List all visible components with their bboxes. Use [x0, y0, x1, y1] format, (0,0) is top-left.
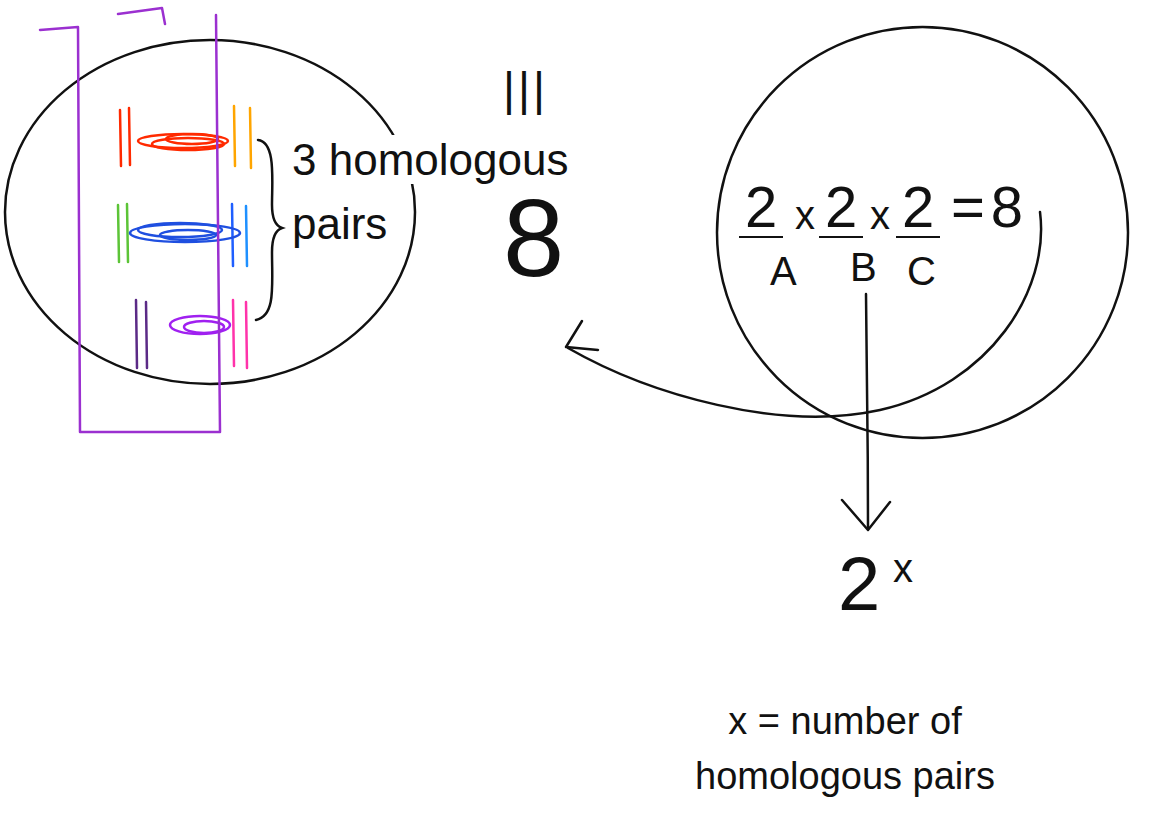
formula-text: =8	[951, 178, 1029, 236]
factor-digit: 2	[739, 178, 783, 238]
chromatid	[136, 300, 137, 368]
definition-text: x = number of homologous pairs	[675, 694, 1015, 804]
formula-text: x	[795, 195, 815, 235]
synapsis-loop	[160, 230, 216, 240]
formula-base: 2	[838, 541, 880, 626]
formula-exponent: x	[893, 546, 913, 590]
synapsis-loop	[138, 134, 228, 148]
arrow-head	[842, 500, 890, 530]
factor-digit: 2	[819, 178, 863, 238]
chromatid	[250, 108, 251, 168]
tally-marks: |||	[503, 66, 548, 112]
tally-marks: |||	[503, 63, 548, 115]
chromatid	[127, 204, 128, 262]
curved-arrow	[568, 212, 1041, 417]
chromatid	[234, 106, 235, 166]
formula-text: A	[770, 251, 797, 291]
result-number: 8	[503, 183, 564, 293]
circle-outline	[717, 27, 1128, 438]
chromatid	[233, 300, 234, 366]
formula-text: C	[907, 251, 936, 291]
down-arrow	[866, 294, 868, 527]
formula-exponent: x	[893, 548, 913, 588]
chromatid	[246, 302, 247, 368]
plate-bracket	[40, 8, 220, 432]
chromatid	[232, 204, 233, 266]
synapsis-loop	[166, 134, 218, 144]
result-number: 8	[503, 176, 564, 299]
curly-brace	[256, 140, 282, 320]
factor-digit: 2	[896, 178, 940, 238]
chromosome-pair	[118, 204, 247, 266]
synapsis-loop	[130, 224, 240, 242]
formula-text: B	[850, 247, 877, 287]
chromosome-pair	[136, 300, 247, 368]
ellipse-node: 2x2x2=8ABC	[715, 25, 1130, 440]
chromatid	[120, 110, 121, 166]
chromosome-pair	[120, 106, 251, 168]
chromatid	[146, 302, 147, 368]
chromatid	[118, 205, 119, 262]
synapsis-loop	[170, 316, 230, 334]
formula-text: x	[870, 195, 890, 235]
chromatid	[246, 206, 247, 266]
definition-text: x = number of homologous pairs	[695, 700, 995, 797]
chromatid	[129, 108, 130, 165]
formula-base: 2	[838, 546, 880, 622]
arrow-head	[566, 321, 598, 350]
